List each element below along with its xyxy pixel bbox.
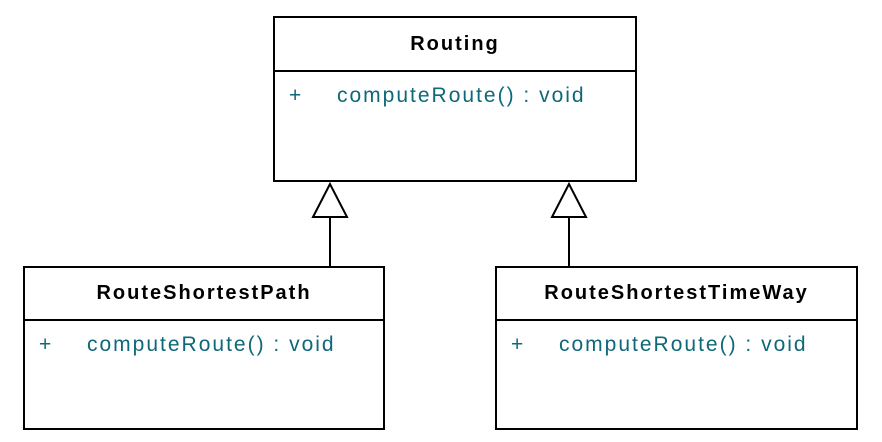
class-header: RouteShortestTimeWay [497, 268, 856, 321]
class-name: Routing [410, 32, 500, 55]
class-name: RouteShortestPath [96, 282, 312, 304]
generalization-arrow-right [550, 181, 588, 266]
method-visibility: + [39, 333, 54, 356]
hollow-triangle-icon [311, 181, 349, 218]
class-box-routing: Routing + computeRoute() : void [273, 16, 637, 182]
class-methods-compartment: + computeRoute() : void [497, 321, 856, 357]
class-header: RouteShortestPath [25, 268, 383, 321]
class-header: Routing [275, 18, 635, 72]
hollow-triangle-icon [550, 181, 588, 218]
method-item: + computeRoute() : void [39, 333, 383, 357]
method-visibility: + [289, 84, 304, 107]
method-signature: computeRoute() : void [337, 84, 586, 107]
method-signature: computeRoute() : void [559, 333, 808, 356]
class-box-route-shortest-path: RouteShortestPath + computeRoute() : voi… [23, 266, 385, 430]
class-box-route-shortest-time-way: RouteShortestTimeWay + computeRoute() : … [495, 266, 858, 430]
method-item: + computeRoute() : void [289, 84, 635, 108]
class-methods-compartment: + computeRoute() : void [25, 321, 383, 357]
generalization-arrow-left [311, 181, 349, 266]
method-signature: computeRoute() : void [87, 333, 336, 356]
class-name: RouteShortestTimeWay [544, 282, 809, 304]
method-item: + computeRoute() : void [511, 333, 856, 357]
class-methods-compartment: + computeRoute() : void [275, 72, 635, 108]
method-visibility: + [511, 333, 526, 356]
